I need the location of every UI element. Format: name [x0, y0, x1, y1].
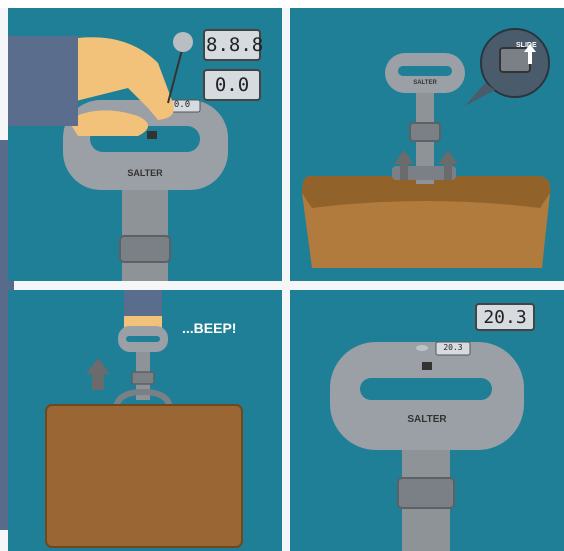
lift-arrow-icon	[86, 358, 110, 390]
panel-switch-on: 8.8.8 0.0 0.0 SALTER	[8, 8, 282, 281]
scale-handle-hole	[360, 378, 492, 400]
scale-handle-hole	[126, 336, 160, 342]
background-white	[0, 0, 564, 8]
lock-icon	[422, 362, 432, 370]
panel-attach-strap: SALTER SLIDE	[290, 8, 564, 281]
suitcase	[46, 405, 242, 547]
panel-3-art	[8, 290, 282, 551]
panel-read-weight: 20.3 20.3 SALTER	[290, 290, 564, 551]
brand-label: SALTER	[120, 168, 170, 178]
brand-label: SALTER	[398, 414, 456, 425]
scale-handle-hole	[398, 66, 452, 76]
beep-text: ...BEEP!	[182, 320, 236, 336]
brand-label: SALTER	[408, 80, 442, 86]
callout-label: SLIDE	[516, 42, 537, 49]
panel-lift-beep: ...BEEP!	[8, 290, 282, 551]
pointer-line	[168, 46, 183, 103]
buckle	[120, 236, 170, 262]
pointer-dot	[173, 32, 193, 52]
scale-lcd-text: 0.0	[166, 100, 198, 110]
buckle	[410, 123, 440, 141]
buckle	[132, 372, 154, 384]
sleeve	[8, 36, 78, 126]
scale-lcd-text: 20.3	[438, 343, 468, 352]
lcd-large-bottom-text: 0.0	[206, 74, 258, 96]
power-button-icon	[416, 345, 428, 351]
buckle	[398, 478, 454, 508]
lcd-large-top-text: 8.8.8	[206, 34, 258, 56]
lock-icon	[147, 131, 157, 139]
lcd-large-text: 20.3	[478, 307, 532, 328]
